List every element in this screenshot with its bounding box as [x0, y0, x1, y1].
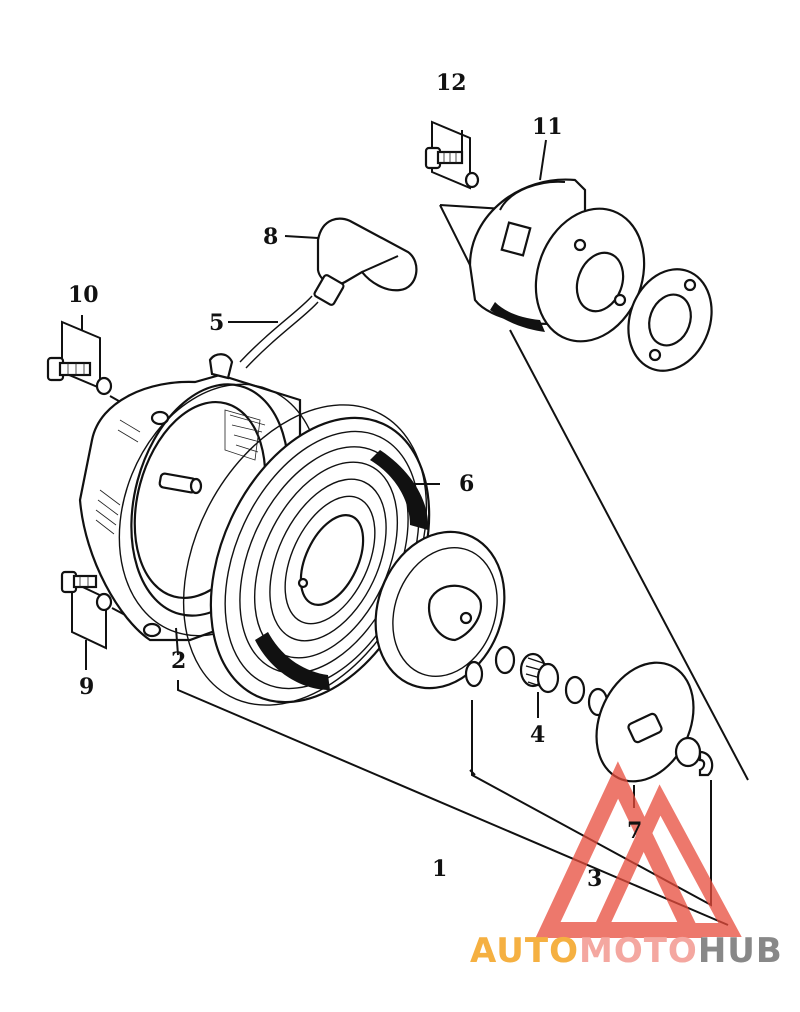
watermark-logo — [535, 761, 742, 938]
callout-12: 12 — [436, 70, 467, 96]
part-5-rope — [228, 295, 319, 369]
callout-9: 9 — [79, 674, 94, 700]
watermark-hub: HUB — [698, 931, 783, 971]
callout-3: 3 — [587, 866, 602, 892]
part-7-ratchet-plate — [595, 661, 714, 808]
callout-7: 7 — [627, 818, 642, 844]
callout-4: 4 — [530, 722, 545, 748]
pulley-reel — [374, 530, 506, 690]
callout-8: 8 — [263, 224, 278, 250]
callout-6: 6 — [459, 471, 474, 497]
cam-plate — [627, 268, 713, 372]
part-8-starter-handle — [284, 217, 418, 306]
watermark-moto: MOTO — [579, 931, 698, 971]
callout-2: 2 — [171, 648, 186, 674]
callout-11: 11 — [532, 114, 563, 140]
part-4-friction-spring — [494, 645, 609, 718]
callout-labels: 1 2 3 4 5 6 7 8 9 10 11 12 — [68, 70, 642, 892]
callout-10: 10 — [68, 282, 99, 308]
part-6-recoil-spring — [209, 416, 440, 704]
part-11-pulley-cup — [468, 139, 646, 343]
part-12-bolt-washer — [424, 120, 480, 190]
watermark-text: AUTOMOTOHUB — [470, 931, 783, 971]
callout-5: 5 — [209, 310, 224, 336]
watermark-auto: AUTO — [470, 931, 579, 971]
callout-1: 1 — [432, 856, 447, 882]
part-9-bolt-washer — [60, 570, 147, 670]
